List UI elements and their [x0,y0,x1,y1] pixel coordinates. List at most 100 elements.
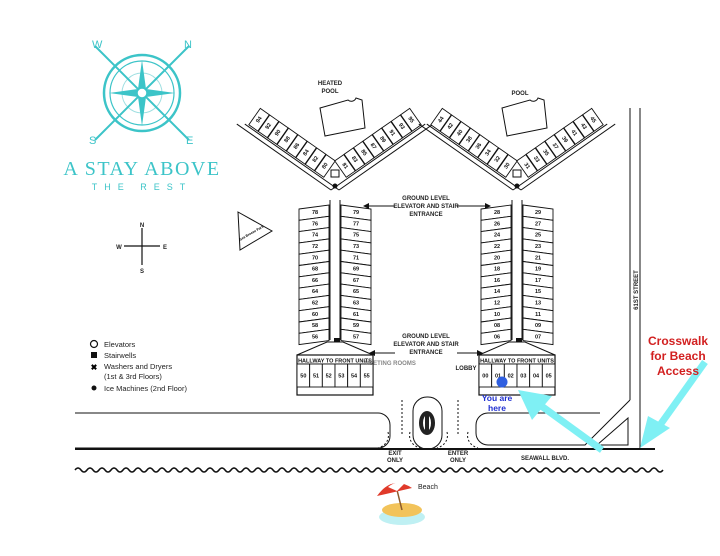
unit-number: 80 [321,162,329,170]
unit-number: 38 [465,136,473,144]
unit-41[interactable]: 41 [563,120,585,145]
unit-number: 17 [535,278,541,284]
unit-55[interactable]: 55 [359,363,374,388]
unit-82[interactable]: 82 [304,147,327,172]
washer-dryer-icon: ✖ [91,363,98,372]
crosswalk-arrows [518,359,708,453]
unit-86[interactable]: 86 [285,134,308,159]
unit-05[interactable]: 05 [541,363,556,388]
ice-machine-icon [332,183,338,189]
unit-92[interactable]: 92 [257,114,280,139]
unit-number: 73 [353,244,359,250]
beach-icon [377,482,425,525]
logo: W N S E A STAY ABOVE THE REST [63,39,220,192]
unit-number: 26 [494,221,500,227]
unit-number: 88 [283,136,291,144]
unit-number: 78 [312,210,318,216]
exit-label-2: ONLY [387,458,403,464]
unit-number: 72 [312,244,318,250]
legend-elevators: Elevators [104,340,136,349]
elevator-icon [512,169,522,178]
unit-number: 95 [406,116,414,124]
unit-39[interactable]: 39 [553,127,576,152]
crosswalk-label: Crosswalk for Beach Access [648,334,708,378]
unit-42[interactable]: 42 [439,114,462,139]
unit-85[interactable]: 85 [352,140,375,165]
crosswalk-line2: for Beach [650,349,705,363]
unit-number: 27 [535,221,541,227]
unit-number: 05 [546,373,552,379]
unit-36[interactable]: 36 [467,134,490,159]
unit-45[interactable]: 45 [582,107,604,132]
compass-e: E [163,245,167,251]
unit-51[interactable]: 51 [309,363,323,388]
exit-label-1: EXIT [388,451,402,457]
unit-31[interactable]: 31 [516,153,538,178]
unit-88[interactable]: 88 [276,127,299,152]
crosswalk-line1: Crosswalk [648,334,708,348]
unit-number: 90 [274,129,282,137]
unit-number: 69 [353,267,359,273]
unit-number: 51 [313,373,319,379]
unit-32[interactable]: 32 [486,147,509,172]
unit-30[interactable]: 30 [496,153,518,178]
unit-33[interactable]: 33 [525,147,548,172]
unit-number: 22 [494,244,500,250]
unit-06[interactable]: 06 [480,328,512,346]
unit-50[interactable]: 50 [296,363,311,388]
unit-number: 53 [338,373,344,379]
building-left: 7876747270686664626058567977757371696765… [236,81,434,396]
unit-number: 06 [494,334,500,340]
unit-03[interactable]: 03 [516,363,531,388]
unit-56[interactable]: 56 [298,328,330,346]
unit-04[interactable]: 04 [529,363,543,388]
unit-95[interactable]: 95 [400,107,422,132]
unit-57[interactable]: 57 [340,328,372,346]
unit-number: 23 [535,244,541,250]
unit-37[interactable]: 37 [544,134,567,159]
stairwell-icon [91,352,97,358]
pool-label-2: POOL [321,89,338,95]
unit-35[interactable]: 35 [534,140,557,165]
unit-89[interactable]: 89 [371,127,394,152]
unit-number: 60 [312,312,318,318]
entrance-top-line2: ELEVATOR AND STAIR [393,204,459,210]
unit-84[interactable]: 84 [295,140,318,165]
unit-number: 03 [520,373,526,379]
unit-43[interactable]: 43 [572,114,595,139]
unit-80[interactable]: 80 [314,153,336,178]
beach-label: Beach [418,484,438,491]
unit-number: 30 [503,162,511,170]
unit-52[interactable]: 52 [321,363,336,388]
unit-81[interactable]: 81 [334,153,356,178]
unit-00[interactable]: 00 [478,363,493,388]
unit-number: 63 [353,301,359,307]
logo-title: A STAY ABOVE [63,158,220,180]
unit-07[interactable]: 07 [522,328,554,346]
pool-right: POOL [501,91,548,137]
compass-rose: N S W E [116,223,167,275]
you-are-here-line1: You are [482,393,513,403]
unit-87[interactable]: 87 [362,134,385,159]
unit-44[interactable]: 44 [430,107,452,132]
unit-number: 33 [532,155,540,163]
unit-34[interactable]: 34 [477,140,500,165]
unit-number: 31 [522,162,530,170]
unit-94[interactable]: 94 [248,107,270,132]
unit-90[interactable]: 90 [267,120,289,145]
unit-number: 39 [560,136,568,144]
seawall-blvd-label: SEAWALL BLVD. [521,456,569,462]
unit-40[interactable]: 40 [449,120,471,145]
entrance-top-line1: GROUND LEVEL [402,196,450,202]
unit-number: 37 [551,142,559,150]
unit-54[interactable]: 54 [347,363,361,388]
unit-53[interactable]: 53 [334,363,349,388]
unit-91[interactable]: 91 [381,120,403,145]
unit-number: 62 [312,301,318,307]
unit-38[interactable]: 38 [458,127,481,152]
crosswalk-line3: Access [657,364,699,378]
unit-83[interactable]: 83 [343,147,366,172]
unit-93[interactable]: 93 [390,114,413,139]
